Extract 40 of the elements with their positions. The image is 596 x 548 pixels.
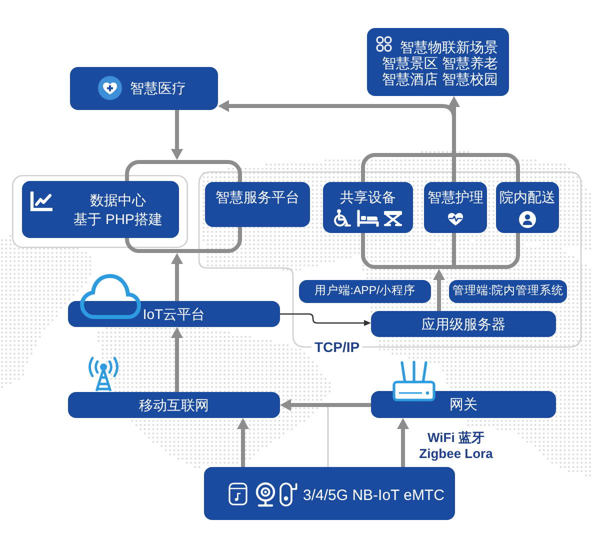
process-box	[68, 301, 280, 327]
panel-label: TCP/IP	[311, 339, 363, 355]
arrow	[448, 96, 460, 153]
arrow	[171, 327, 183, 392]
node-label: 共享设备	[340, 189, 396, 205]
node-text: 智慧景区 智慧养老智慧酒店 智慧校园	[382, 55, 499, 87]
process-box	[22, 181, 179, 238]
arrow	[397, 418, 409, 467]
process-box	[68, 392, 280, 418]
process-box	[204, 467, 455, 520]
arrow	[280, 313, 371, 326]
process-box	[424, 182, 487, 233]
node-label: 用户端:APP/小程序	[314, 284, 416, 299]
process-box	[205, 182, 310, 227]
node-label: IoT云平台	[142, 306, 206, 322]
node-heading: 智慧物联新场景	[400, 39, 498, 55]
process-box	[496, 182, 559, 233]
process-box	[70, 67, 218, 110]
process-box	[367, 28, 509, 96]
process-box	[323, 182, 413, 233]
node-label: 3/4/5G NB-IoT eMTC	[303, 487, 444, 505]
process-box	[371, 391, 556, 418]
process-box	[449, 280, 567, 303]
arrow	[237, 418, 249, 467]
process-box	[371, 311, 556, 337]
node-label: 网关	[450, 396, 478, 412]
node-label: 应用级服务器	[422, 316, 506, 332]
arrow	[280, 399, 371, 411]
node-label: 智慧医疗	[130, 80, 186, 96]
node-label: 管理端:院内管理系统	[452, 284, 564, 299]
node-heading: 数据中心	[90, 192, 146, 208]
arrow	[171, 110, 183, 160]
node-label: 移动互联网	[139, 397, 209, 413]
node-label: 智慧护理	[428, 189, 484, 205]
arrow	[171, 253, 183, 301]
node-label: 智慧服务平台	[216, 189, 300, 205]
process-box	[299, 280, 431, 303]
node-text: 基于 PHP搭建	[72, 211, 164, 227]
node-label: 院内配送	[500, 189, 556, 205]
arrow	[433, 269, 445, 311]
